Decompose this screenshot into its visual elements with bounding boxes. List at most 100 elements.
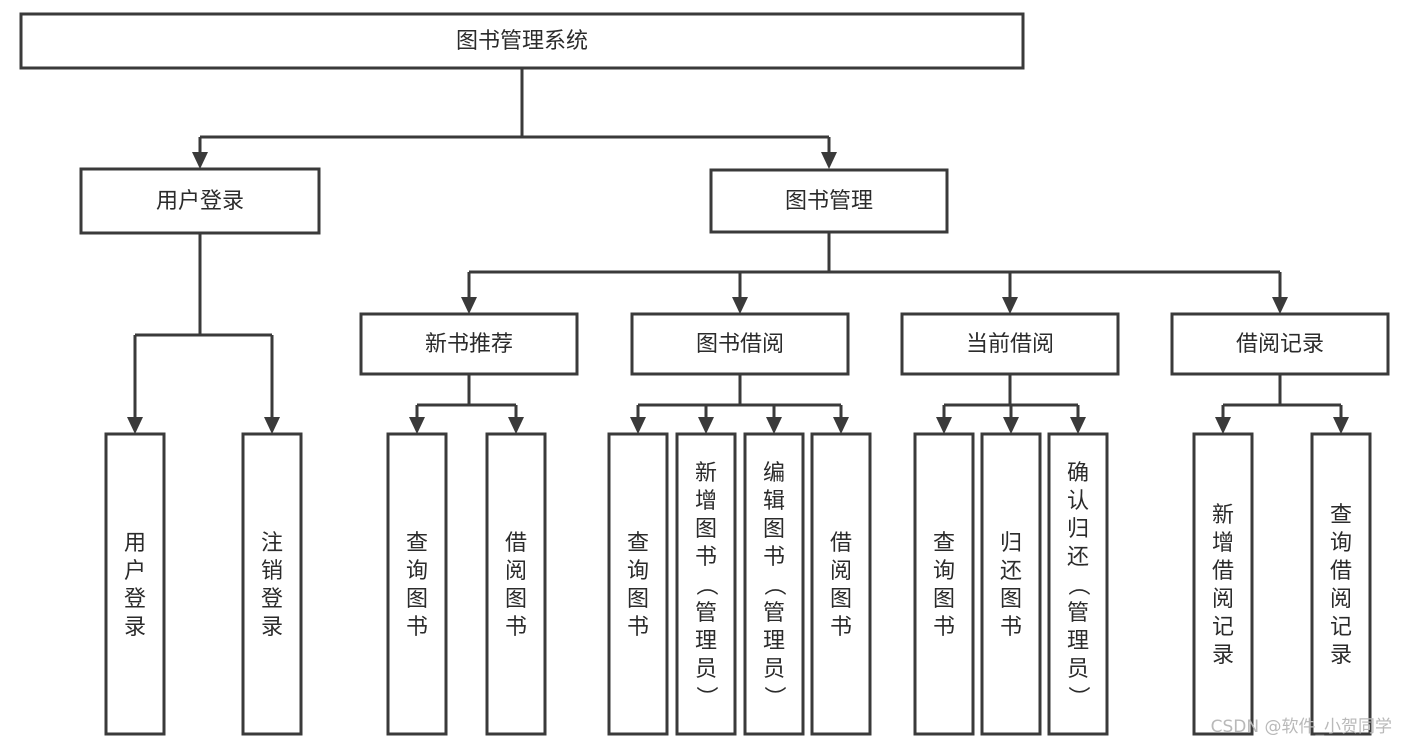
node-label-char: 录 xyxy=(1330,643,1352,668)
node-图书管理系统-root[interactable]: 图书管理系统 xyxy=(19,12,1025,70)
node-label-char: 记 xyxy=(1330,615,1352,640)
node-box xyxy=(980,432,1042,736)
node-label-char: 录 xyxy=(1212,643,1234,668)
node-label-char: 确 xyxy=(1067,461,1089,486)
node-label-char: 新 xyxy=(1212,503,1234,528)
node-label-char: 询 xyxy=(933,559,955,584)
node-label-char: 书 xyxy=(1000,615,1022,640)
connector-record-to-leaves xyxy=(1215,374,1349,434)
node-label-char: 登 xyxy=(261,587,283,612)
node-label-char: 书 xyxy=(933,615,955,640)
node-label-char: 还 xyxy=(1067,545,1089,570)
node-label-char: 销 xyxy=(261,559,283,584)
node-label-char: 理 xyxy=(763,629,785,654)
node-label-char: 借 xyxy=(1330,559,1352,584)
node-label: 图书管理系统 xyxy=(456,29,588,54)
node-label-char: 图 xyxy=(933,587,955,612)
node-label-char: 登 xyxy=(124,587,146,612)
node-label-char: 理 xyxy=(695,629,717,654)
node-新书推荐-level3[interactable]: 新书推荐 xyxy=(359,312,579,376)
node-图书借阅-level3[interactable]: 图书借阅 xyxy=(630,312,850,376)
node-label-char: 增 xyxy=(695,489,717,514)
node-借阅记录-level3[interactable]: 借阅记录 xyxy=(1170,312,1390,376)
node-label-char: 录 xyxy=(124,615,146,640)
connector-root-to-level2 xyxy=(192,68,837,169)
node-label-char: 归 xyxy=(1067,517,1089,542)
node-box xyxy=(19,12,1025,70)
node-label-char: 查 xyxy=(406,531,428,556)
node-label-char: （ xyxy=(1065,574,1090,596)
node-label-char: 书 xyxy=(695,545,717,570)
node-label-char: 图 xyxy=(627,587,649,612)
node-label-char: 询 xyxy=(406,559,428,584)
node-box xyxy=(1192,432,1254,736)
connector-current-to-leaves xyxy=(936,374,1086,434)
node-label-char: ） xyxy=(1065,686,1090,708)
node-label-char: 借 xyxy=(505,531,527,556)
node-label-char: 询 xyxy=(627,559,649,584)
node-box xyxy=(1047,432,1109,736)
node-label-char: 认 xyxy=(1067,489,1089,514)
connector-layer xyxy=(127,68,1349,434)
node-label-char: 用 xyxy=(124,531,146,556)
node-box xyxy=(630,312,850,376)
node-label-char: 理 xyxy=(1067,629,1089,654)
node-label: 当前借阅 xyxy=(966,332,1054,357)
node-box xyxy=(607,432,669,736)
node-label-char: 查 xyxy=(933,531,955,556)
node-box xyxy=(359,312,579,376)
node-当前借阅-level3[interactable]: 当前借阅 xyxy=(900,312,1120,376)
node-label: 借阅记录 xyxy=(1236,332,1324,357)
node-用户登录-level2[interactable]: 用户登录 xyxy=(79,167,321,235)
node-label-char: 图 xyxy=(695,517,717,542)
node-label-char: 借 xyxy=(830,531,852,556)
node-用户登录-leaf-0[interactable]: 用户登录 xyxy=(104,432,166,736)
node-label-char: 管 xyxy=(1067,601,1089,626)
node-label: 新书推荐 xyxy=(425,332,513,357)
node-label-char: 员 xyxy=(695,657,717,682)
node-label-char: 阅 xyxy=(1212,587,1234,612)
node-box xyxy=(675,432,737,736)
node-box xyxy=(1310,432,1372,736)
node-box xyxy=(709,168,949,234)
node-label: 用户登录 xyxy=(156,189,244,214)
node-label-char: 员 xyxy=(763,657,785,682)
node-label-char: 图 xyxy=(505,587,527,612)
connector-bookmgmt-to-level3 xyxy=(461,232,1288,314)
node-label-char: 书 xyxy=(406,615,428,640)
node-label-char: 查 xyxy=(1330,503,1352,528)
node-label-char: 辑 xyxy=(763,489,785,514)
node-label-char: 归 xyxy=(1000,531,1022,556)
node-box xyxy=(104,432,166,736)
node-label: 图书借阅 xyxy=(696,332,784,357)
node-label-char: 图 xyxy=(1000,587,1022,612)
node-label-char: 管 xyxy=(695,601,717,626)
node-label-char: 借 xyxy=(1212,559,1234,584)
connector-borrow-to-leaves xyxy=(630,374,849,434)
node-label-char: 书 xyxy=(830,615,852,640)
node-layer: 图书管理系统用户登录图书管理新书推荐图书借阅当前借阅借阅记录用户登录注销登录查询… xyxy=(19,12,1390,736)
node-label-char: 注 xyxy=(261,531,283,556)
node-label-char: ） xyxy=(693,686,718,708)
node-box xyxy=(1170,312,1390,376)
node-box xyxy=(386,432,448,736)
node-label-char: 管 xyxy=(763,601,785,626)
csdn-watermark: CSDN @软件_小贺同学 xyxy=(1211,717,1392,737)
node-图书管理-level2[interactable]: 图书管理 xyxy=(709,168,949,234)
node-box xyxy=(485,432,547,736)
node-box xyxy=(913,432,975,736)
